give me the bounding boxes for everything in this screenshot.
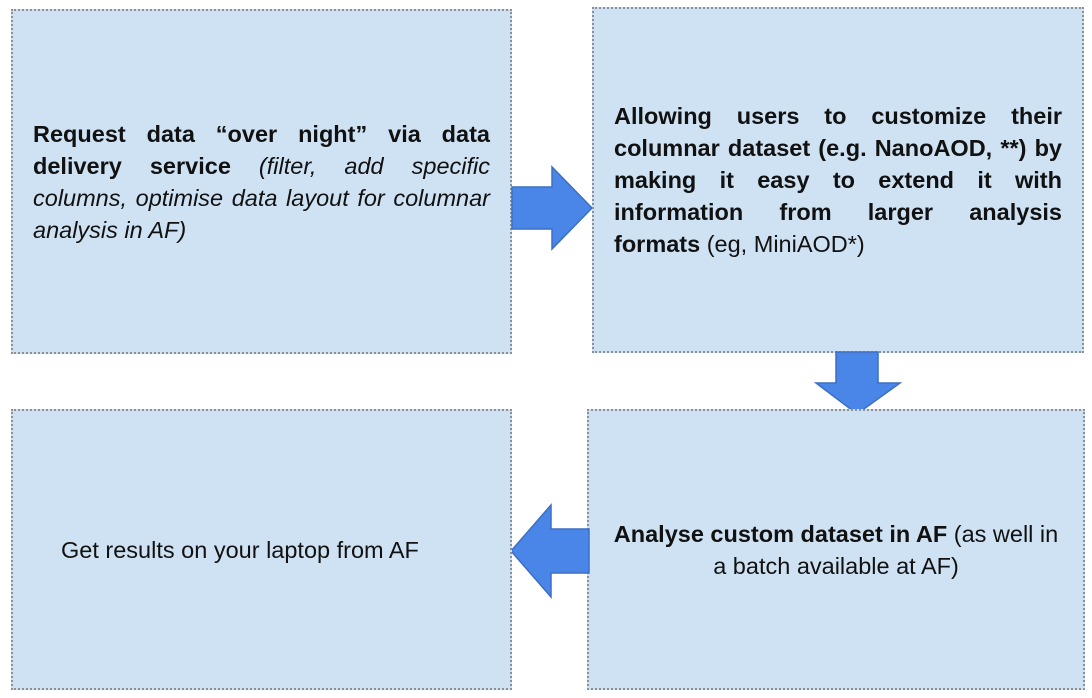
customize-dataset-normal-text: (eg, MiniAOD*)	[706, 231, 865, 257]
analyse-dataset-box: Analyse custom dataset in AF (as well in…	[587, 409, 1085, 690]
analyse-dataset-bold-text: Analyse custom dataset in AF	[613, 520, 948, 547]
request-data-bold-text: Request data “over night” via data deliv…	[33, 120, 490, 179]
right-arrow-icon	[511, 165, 594, 251]
analyse-dataset-text: Analyse custom dataset in AF (as well in…	[613, 518, 1059, 582]
analyse-dataset-normal-text: (as well in a batch available at AF)	[713, 520, 1059, 579]
customize-dataset-box: Allowing users to customize their column…	[592, 7, 1084, 353]
get-results-text: Get results on your laptop from AF	[61, 536, 419, 563]
request-data-italic-text: (filter, add specific columns, optimise …	[33, 152, 490, 243]
get-results-box: Get results on your laptop from AF	[11, 409, 512, 690]
down-arrow-icon	[813, 351, 903, 415]
request-data-text: Request data “over night” via data deliv…	[33, 118, 490, 246]
customize-dataset-text: Allowing users to customize their column…	[614, 100, 1062, 260]
left-arrow-icon	[510, 502, 590, 600]
request-data-box: Request data “over night” via data deliv…	[11, 9, 512, 354]
customize-dataset-bold-text: Allowing users to customize their column…	[614, 103, 1062, 257]
